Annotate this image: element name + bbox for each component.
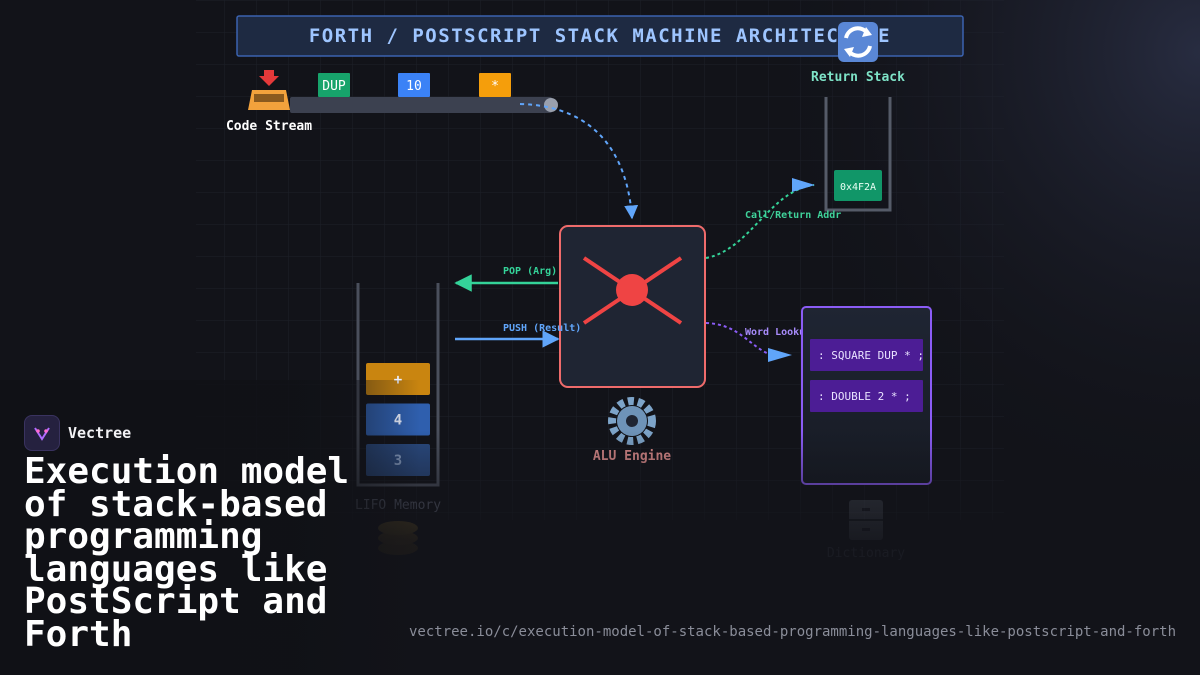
fetch-arrow [519,103,639,220]
alu-processor-icon [582,256,683,325]
lifo-stack-item: + [366,363,430,395]
word-lookup-arrow [705,322,773,356]
call-return-label: Call/Return Addr [745,210,841,221]
code-token-label: 10 [406,79,422,94]
return-stack-entry: 0x4F2A [840,182,876,193]
code-token: 10 [398,73,430,97]
dictionary-entry-label: : DOUBLE 2 * ; [818,390,911,403]
pop-label: POP (Arg) [503,266,557,277]
push-label: PUSH (Result) [503,323,581,334]
vectree-logo-icon [24,415,60,451]
call-return-arrow [705,184,815,259]
lifo-stack-item: 4 [366,403,430,436]
lifo-stack-item-label: + [394,372,402,388]
code-token-label: DUP [322,79,346,94]
file-cabinet-icon [849,500,883,540]
code-token: DUP [318,73,350,97]
dictionary-entry-label: : SQUARE DUP * ; [818,349,924,362]
title-banner: FORTH / POSTSCRIPT STACK MACHINE ARCHITE… [236,15,964,57]
brand-name: Vectree [68,424,132,442]
alu-label: ALU Engine [593,449,671,464]
code-stream: Code Stream DUP 10 * [226,70,558,134]
repeat-arrows-icon [838,22,878,62]
dictionary-entry: : SQUARE DUP * ; [810,339,924,371]
return-stack: 0x4F2A Return Stack [811,22,905,212]
source-url[interactable]: vectree.io/c/execution-model-of-stack-ba… [408,624,1176,640]
brand: Vectree [24,415,131,451]
return-stack-label: Return Stack [811,70,905,85]
code-token: * [479,73,511,97]
dictionary-entry: : DOUBLE 2 * ; [810,380,923,412]
page-headline: Execution model of stack-based programmi… [24,451,350,655]
word-lookup-label: Word Lookup [745,327,811,338]
inbox-tray-icon [248,70,290,110]
lifo-stack-item-label: 4 [394,413,402,429]
dictionary-label: Dictionary [827,546,905,561]
code-token-label: * [491,79,499,94]
diagram-title: FORTH / POSTSCRIPT STACK MACHINE ARCHITE… [309,25,891,47]
code-stream-label: Code Stream [226,119,312,134]
